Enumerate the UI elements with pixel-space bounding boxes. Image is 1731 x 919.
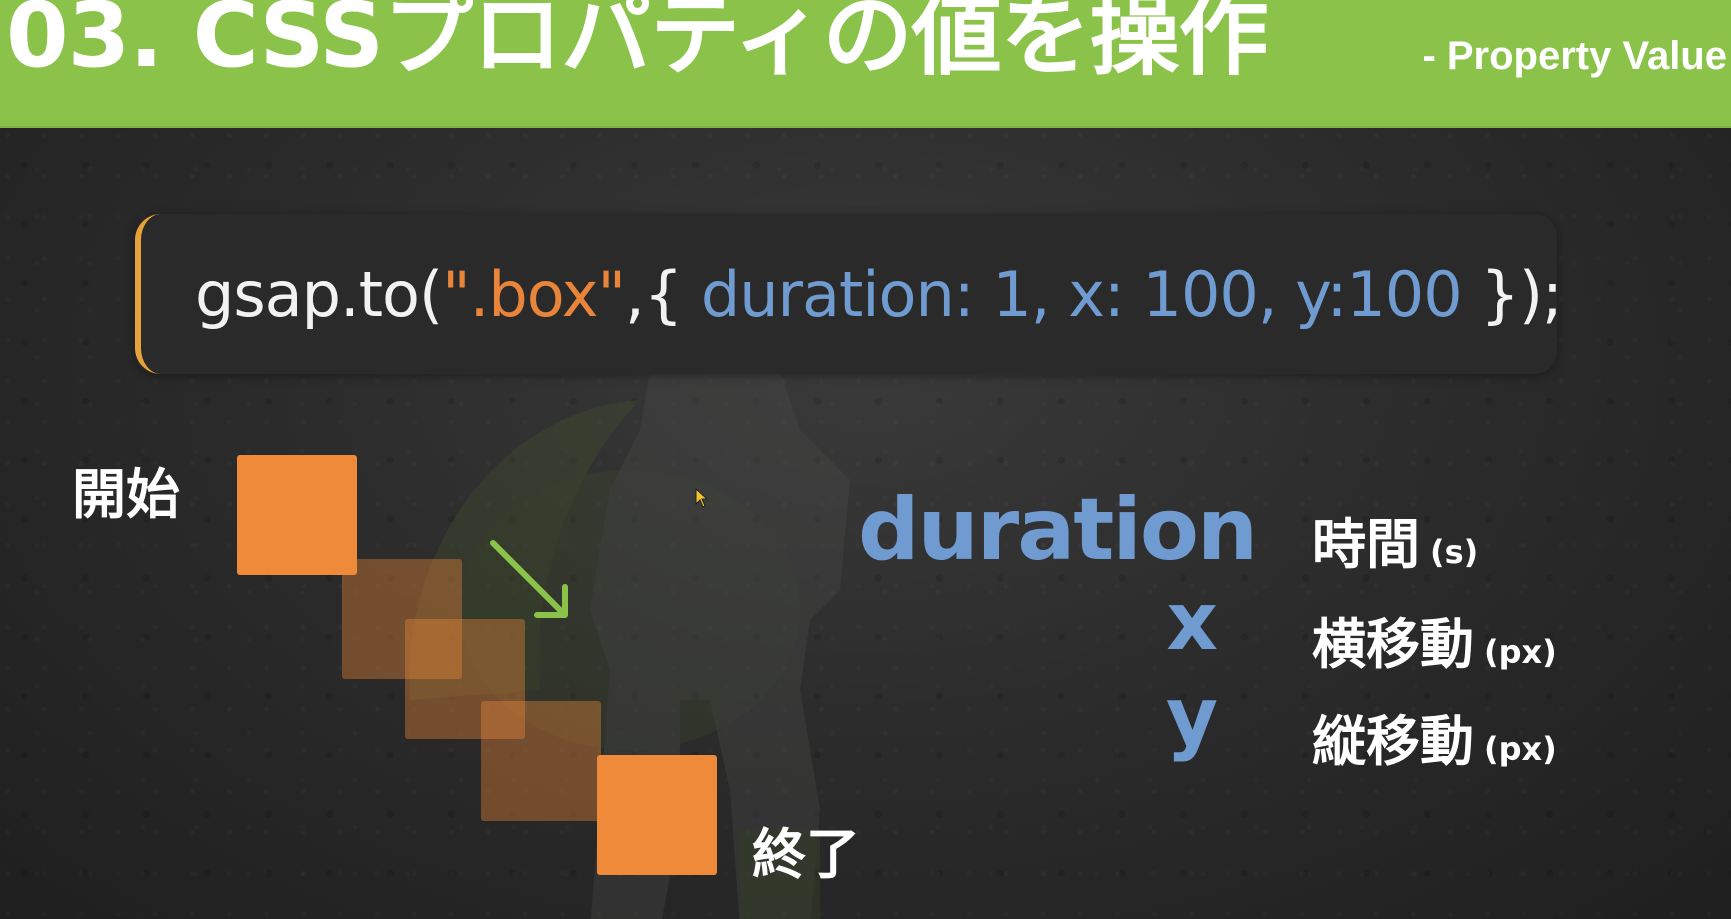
start-label: 開始 [72, 463, 180, 526]
code-token-call: gsap.to( [195, 258, 443, 331]
property-name-y: y [1165, 670, 1218, 763]
property-desc-text: 縦移動 [1312, 710, 1474, 773]
motion-trail-box [481, 701, 601, 821]
property-desc-x: 横移動 (px) [1312, 600, 1557, 679]
mouse-cursor-icon [695, 488, 709, 508]
property-unit: (px) [1484, 730, 1557, 768]
property-unit: (s) [1430, 533, 1479, 571]
slide-title: 03. CSSプロパティの値を操作 [6, 0, 1269, 88]
code-token-brace-open: ,{ [624, 258, 701, 331]
title-bar: 03. CSSプロパティの値を操作 - Property Value [0, 0, 1731, 128]
end-box [597, 755, 717, 875]
code-token-selector: ".box" [442, 258, 626, 331]
diagonal-arrow-icon [490, 540, 568, 618]
property-desc-duration: 時間 (s) [1312, 500, 1478, 579]
code-snippet-box [135, 214, 1557, 374]
property-name-duration: duration [858, 480, 1258, 580]
code-token-properties: duration: 1, x: 100, y:100 [700, 258, 1481, 331]
property-desc-text: 時間 [1312, 513, 1420, 576]
motion-trail-box [405, 619, 525, 739]
code-line: gsap.to(".box",{ duration: 1, x: 100, y:… [195, 258, 1563, 331]
property-desc-y: 縦移動 (px) [1312, 697, 1557, 776]
end-label: 終了 [752, 823, 860, 886]
property-desc-text: 横移動 [1312, 613, 1474, 676]
code-token-brace-close: }); [1480, 258, 1563, 331]
slide-subtitle: - Property Value [1422, 34, 1727, 78]
code-accent-bar [135, 214, 175, 374]
property-unit: (px) [1484, 633, 1557, 671]
motion-trail-box [342, 559, 462, 679]
property-name-x: x [1166, 575, 1218, 668]
start-box [237, 455, 357, 575]
